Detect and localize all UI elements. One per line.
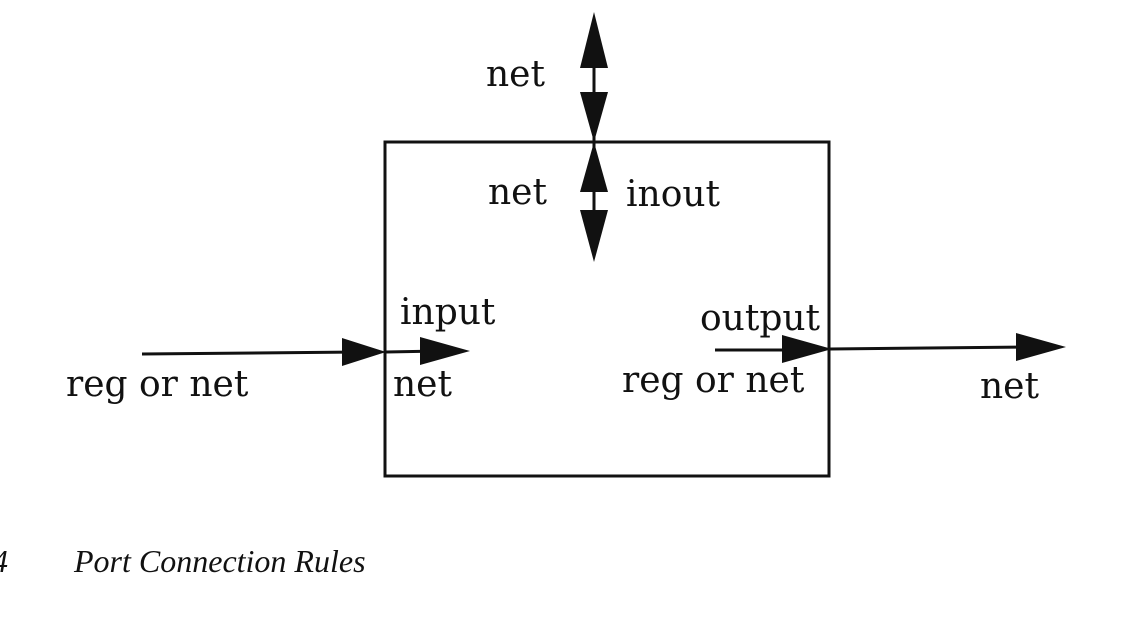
output-external-arrowhead [1016, 333, 1066, 361]
module-box [383, 140, 831, 478]
input-external-line [141, 350, 361, 356]
label-output: output [700, 298, 821, 339]
label-input: input [400, 292, 496, 333]
label-output-internal: reg or net [622, 360, 805, 401]
label-input-external: reg or net [66, 364, 249, 405]
input-internal-arrowhead [420, 337, 470, 365]
input-connector [141, 337, 470, 366]
caption-title: Port Connection Rules [73, 543, 366, 579]
arrowhead-up-bottom [580, 142, 608, 192]
arrowhead-down-top [580, 92, 608, 142]
label-input-internal: net [393, 364, 452, 405]
arrowhead-up-top [580, 12, 608, 68]
input-external-arrowhead [342, 338, 386, 366]
output-external-line [829, 345, 1037, 351]
inout-connector [580, 12, 608, 262]
output-internal-arrowhead [782, 335, 832, 363]
label-inout: inout [626, 174, 721, 215]
label-top-internal-net: net [488, 172, 547, 213]
caption-number: 4 [0, 543, 8, 579]
label-top-external-net: net [486, 54, 545, 95]
arrowhead-down-bottom [580, 210, 608, 262]
label-output-external: net [980, 366, 1039, 407]
output-connector [715, 333, 1066, 363]
